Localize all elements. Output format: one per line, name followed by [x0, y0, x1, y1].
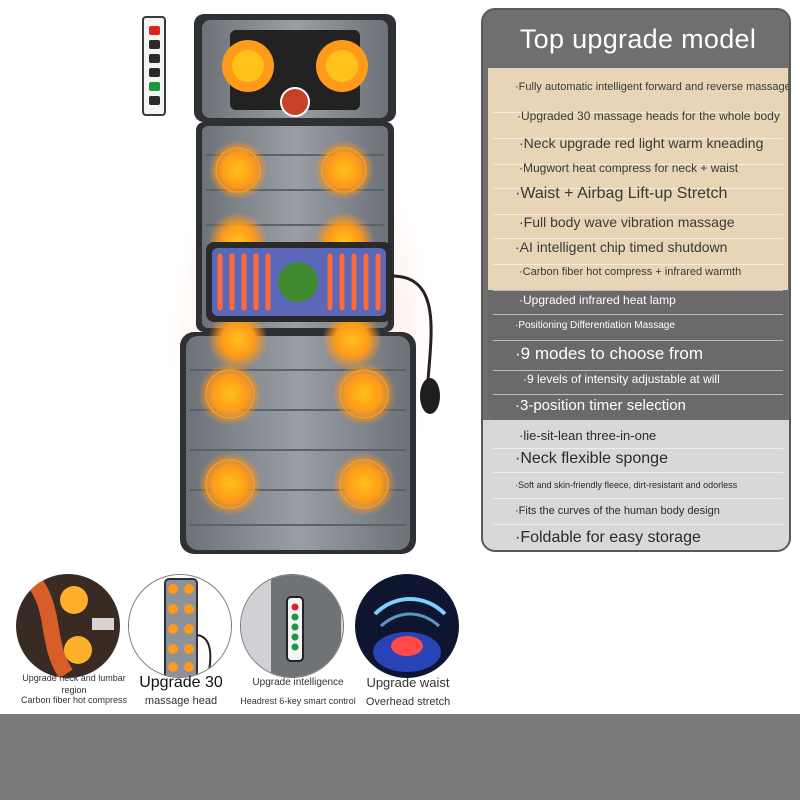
feature-item: ·Soft and skin-friendly fleece, dirt-res…: [515, 480, 738, 490]
massage-mat-illustration: [180, 14, 440, 554]
feature-panel-tan-area: [488, 68, 788, 290]
thumbnail-caption-top: Upgrade 30: [139, 674, 223, 691]
feature-item: ·AI intelligent chip timed shutdown: [515, 239, 728, 255]
feature-item: ·Positioning Differentiation Massage: [515, 320, 675, 331]
feature-item: ·Full body wave vibration massage: [519, 214, 735, 230]
intensity-button-icon: [149, 82, 160, 91]
bottom-band: [0, 714, 800, 800]
thumbnail-caption-bottom: Carbon fiber hot compress: [20, 695, 128, 705]
feature-item: ·9 modes to choose from: [515, 344, 704, 363]
feature-item: ·Mugwort heat compress for neck + waist: [519, 161, 739, 175]
mugwort-leaf-icon: [278, 262, 318, 302]
airbag-button-icon: [149, 96, 160, 105]
feature-panel-title: Top upgrade model: [519, 24, 757, 54]
thumbnail-caption-bottom: Headrest 6-key smart control: [240, 696, 356, 706]
mode-button-icon: [149, 40, 160, 49]
massage-mat-icon: [128, 574, 232, 678]
neck-lumbar-heat-icon: [16, 574, 120, 678]
feature-item: ·lie-sit-lean three-in-one: [519, 428, 657, 443]
timer-button-icon: [149, 54, 160, 63]
feature-item: ·Carbon fiber hot compress + infrared wa…: [519, 266, 742, 278]
feature-item: ·Waist + Airbag Lift-up Stretch: [515, 185, 728, 202]
remote-control-icon: [142, 16, 166, 116]
remote-control-closeup-icon: [240, 574, 344, 678]
feature-item: ·9 levels of intensity adjustable at wil…: [523, 372, 720, 386]
power-button-icon: [149, 26, 160, 35]
feature-item: ·Upgraded 30 massage heads for the whole…: [517, 109, 780, 123]
waist-airbag-icon: [355, 574, 459, 678]
feature-item: ·Fully automatic intelligent forward and…: [515, 81, 791, 93]
thumbnail-caption-bottom: massage head: [144, 695, 218, 707]
thumbnail-caption-top: Upgrade waist: [366, 675, 450, 690]
feature-panel-light-area: [483, 420, 789, 550]
feature-item: ·Foldable for easy storage: [515, 529, 701, 546]
thumbnail-caption-top: Upgrade neck and lumbar region: [22, 673, 126, 695]
feature-panel: Top upgrade model ·Fully automatic intel…: [481, 8, 791, 552]
feature-item: ·3-position timer selection: [515, 397, 686, 414]
feature-panel-dark-area: [488, 290, 788, 420]
thumbnail-caption-top: Upgrade intelligence: [252, 677, 344, 688]
heat-button-icon: [149, 68, 160, 77]
feature-item: ·Upgraded infrared heat lamp: [519, 293, 676, 307]
thumbnail-caption-bottom: Overhead stretch: [365, 696, 451, 708]
feature-item: ·Neck upgrade red light warm kneading: [519, 135, 764, 151]
feature-item: ·Fits the curves of the human body desig…: [515, 505, 720, 517]
air-pump-bulb: [420, 378, 440, 414]
feature-item: ·Neck flexible sponge: [515, 450, 668, 467]
